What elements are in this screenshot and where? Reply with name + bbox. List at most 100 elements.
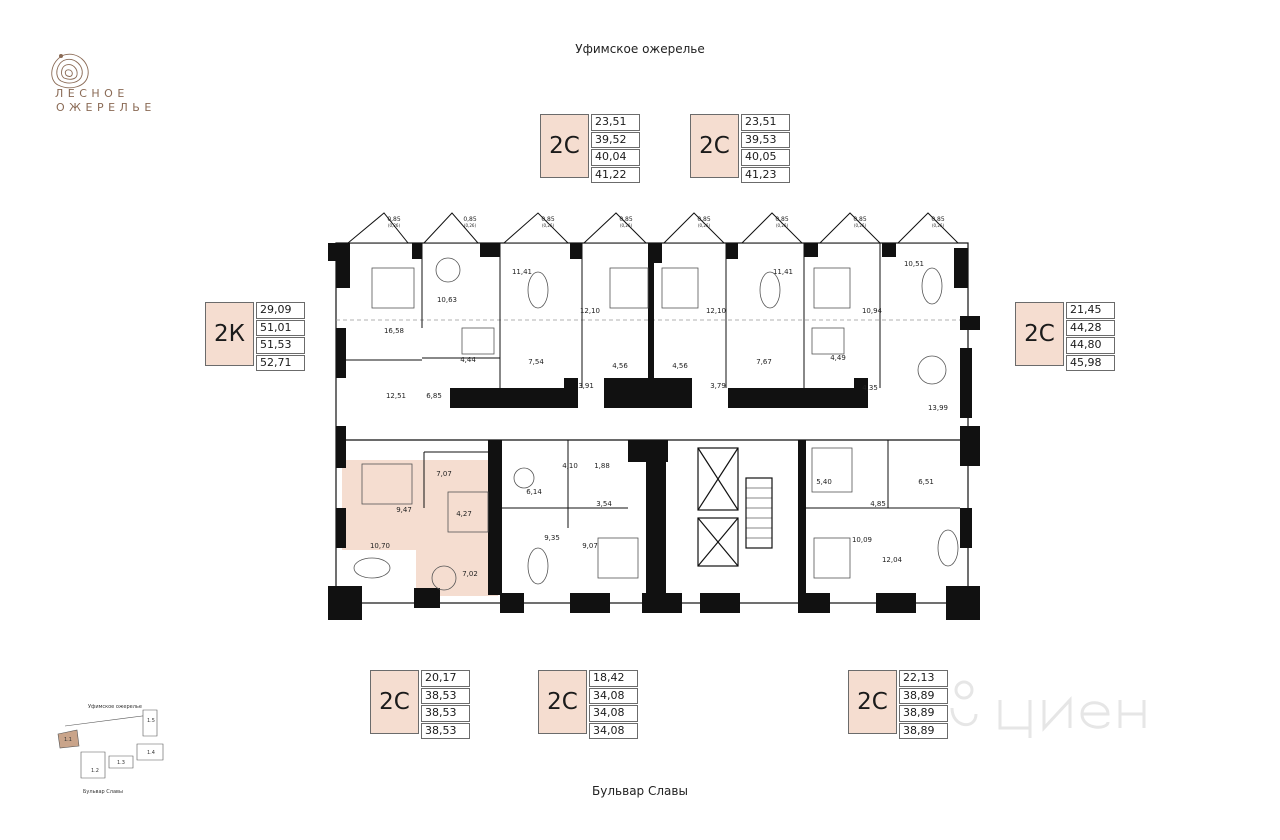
balcony-reduced: (0,26)	[698, 223, 710, 228]
room-area: 12,10	[580, 307, 600, 315]
room-area: 6,14	[526, 488, 542, 496]
balcony-reduced: (0,26)	[464, 223, 476, 228]
area-value: 52,71	[256, 354, 305, 371]
area-value: 29,09	[256, 302, 305, 319]
area-value: 38,89	[899, 722, 948, 739]
room-area: 7,07	[436, 470, 452, 478]
room-area: 10,51	[904, 260, 924, 268]
site-minimap-drawing	[57, 709, 164, 779]
area-value: 38,53	[421, 687, 470, 704]
minimap-street-top: Уфимское ожерелье	[88, 704, 142, 710]
room-area: 4,10	[562, 462, 578, 470]
room-area: 4,35	[862, 384, 878, 392]
minimap-section: 1.4	[147, 750, 155, 756]
room-area: 6,85	[426, 392, 442, 400]
room-area: 5,40	[816, 478, 832, 486]
watermark-logo-icon	[950, 680, 1146, 738]
area-value: 22,13	[899, 670, 948, 687]
balcony-reduced: (0,26)	[932, 223, 944, 228]
site-minimap[interactable]: Уфимское ожерелье Бульвар Славы 1.1 1.2 …	[55, 700, 175, 795]
floor-plan: 0,85 (0,26) 0,85 (0,26) 0,85 (0,26) 0,85…	[328, 212, 980, 620]
room-area: 9,47	[396, 506, 412, 514]
area-value: 38,53	[421, 705, 470, 722]
area-value: 23,51	[591, 114, 640, 131]
balcony-area: 0,85	[853, 216, 867, 223]
balcony-area: 0,85	[387, 216, 401, 223]
room-area: 4,56	[672, 362, 688, 370]
minimap-section: 1.2	[91, 768, 99, 774]
room-area: 7,54	[528, 358, 544, 366]
apartment-badge[interactable]: 2С 18,42 34,08 34,08 34,08	[538, 670, 638, 739]
apartment-badge[interactable]: 2С 20,17 38,53 38,53 38,53	[370, 670, 470, 739]
room-area: 10,63	[437, 296, 457, 304]
balcony-reduced: (0,26)	[388, 223, 400, 228]
room-area: 11,41	[512, 268, 532, 276]
room-area: 4,56	[612, 362, 628, 370]
room-area: 1,88	[594, 462, 610, 470]
balcony-area: 0,85	[697, 216, 711, 223]
apartment-code: 2С	[848, 670, 897, 734]
room-area: 16,58	[384, 327, 404, 335]
room-area: 7,67	[756, 358, 772, 366]
apartment-badge[interactable]: 2С 22,13 38,89 38,89 38,89	[848, 670, 948, 739]
area-value: 44,28	[1066, 319, 1115, 336]
balcony-reduced: (0,26)	[542, 223, 554, 228]
room-area: 4,49	[830, 354, 846, 362]
area-value: 20,17	[421, 670, 470, 687]
room-area: 7,02	[462, 570, 478, 578]
apartment-code: 2С	[370, 670, 419, 734]
balcony-reduced: (0,26)	[776, 223, 788, 228]
area-value: 34,08	[589, 705, 638, 722]
area-value: 39,52	[591, 131, 640, 148]
area-value: 23,51	[741, 114, 790, 131]
minimap-section: 1.1	[64, 737, 72, 743]
area-value: 38,89	[899, 687, 948, 704]
area-value: 45,98	[1066, 354, 1115, 371]
balcony-area: 0,85	[541, 216, 555, 223]
area-value: 41,23	[741, 166, 790, 183]
apartment-badge[interactable]: 2С 21,45 44,28 44,80 45,98	[1015, 302, 1115, 371]
room-area: 10,94	[862, 307, 883, 315]
room-area: 6,51	[918, 478, 934, 486]
room-area: 12,51	[386, 392, 406, 400]
room-area: 4,85	[870, 500, 886, 508]
balcony-reduced: (0,26)	[620, 223, 632, 228]
room-area: 11,41	[773, 268, 793, 276]
room-area: 12,10	[706, 307, 726, 315]
logo-contour-icon	[51, 53, 89, 89]
highlighted-apartment[interactable]	[342, 460, 498, 596]
minimap-section: 1.3	[117, 760, 125, 766]
apartment-code: 2С	[540, 114, 589, 178]
minimap-section: 1.5	[147, 718, 155, 724]
area-value: 18,42	[589, 670, 638, 687]
balcony-area: 0,85	[619, 216, 633, 223]
room-area: 3,91	[578, 382, 594, 390]
area-value: 51,01	[256, 319, 305, 336]
balcony-area: 0,85	[775, 216, 789, 223]
minimap-street-bottom: Бульвар Славы	[83, 789, 123, 795]
room-area: 12,04	[882, 556, 903, 564]
area-value: 21,45	[1066, 302, 1115, 319]
area-value: 39,53	[741, 131, 790, 148]
area-value: 34,08	[589, 722, 638, 739]
logo-line-1: ЛЕСНОЕ	[55, 87, 129, 100]
apartment-badge[interactable]: 2К 29,09 51,01 51,53 52,71	[205, 302, 305, 371]
area-value: 40,04	[591, 149, 640, 166]
street-bottom-label: Бульвар Славы	[592, 784, 688, 798]
area-value: 41,22	[591, 166, 640, 183]
balcony-area: 0,85	[931, 216, 945, 223]
apartment-badge[interactable]: 2С 23,51 39,53 40,05 41,23	[690, 114, 790, 183]
room-area: 3,54	[596, 500, 612, 508]
balcony-reduced: (0,26)	[854, 223, 866, 228]
area-value: 34,08	[589, 687, 638, 704]
area-value: 38,89	[899, 705, 948, 722]
apartment-code: 2К	[205, 302, 254, 366]
room-area: 13,99	[928, 404, 948, 412]
logo-line-2: ОЖЕРЕЛЬЕ	[56, 101, 156, 114]
area-value: 40,05	[741, 149, 790, 166]
room-area: 3,79	[710, 382, 726, 390]
room-area: 10,70	[370, 542, 390, 550]
logo: ЛЕСНОЕ ОЖЕРЕЛЬЕ	[40, 45, 210, 120]
apartment-badge[interactable]: 2С 23,51 39,52 40,04 41,22	[540, 114, 640, 183]
apartment-code: 2С	[538, 670, 587, 734]
